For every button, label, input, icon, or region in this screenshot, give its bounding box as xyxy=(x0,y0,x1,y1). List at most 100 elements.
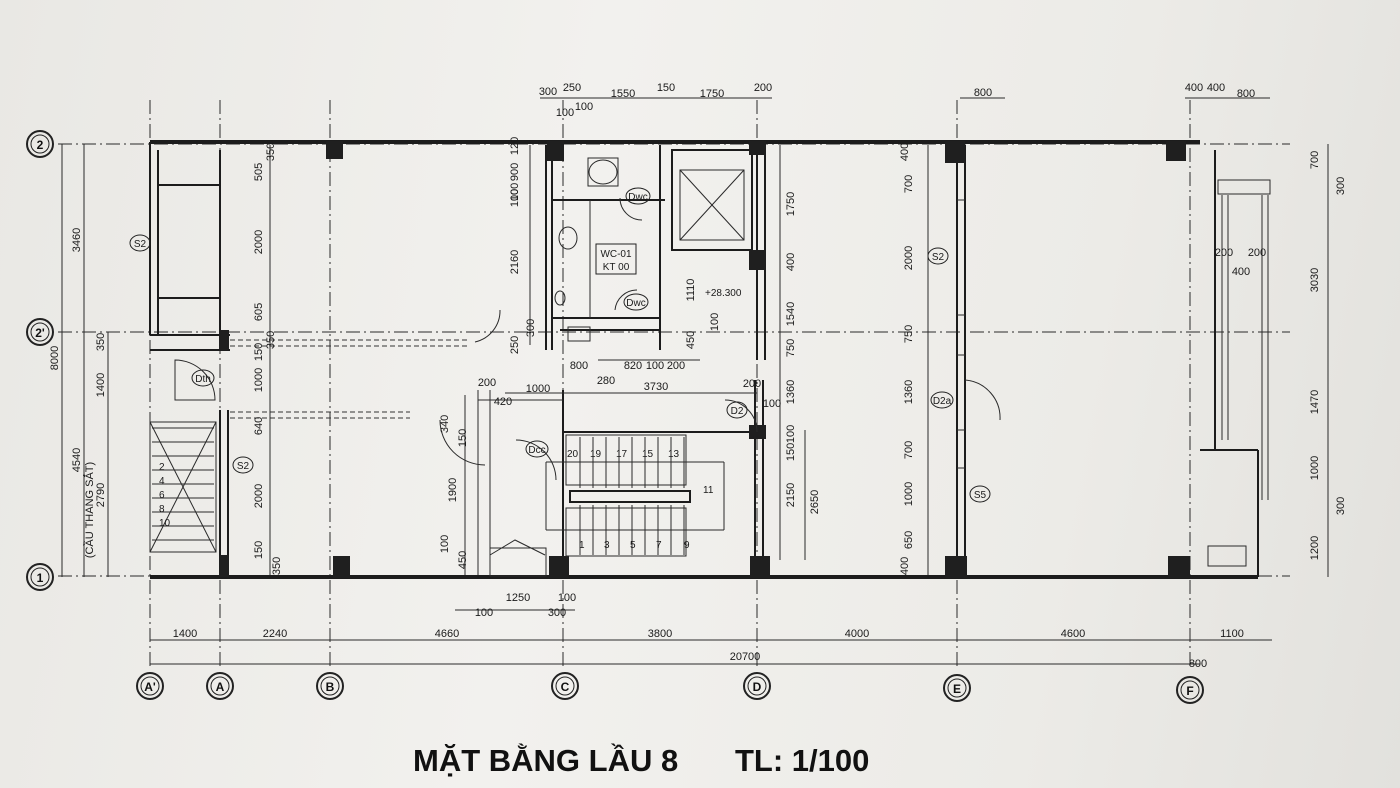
svg-text:1550: 1550 xyxy=(611,88,635,100)
total-width: 20700 xyxy=(730,651,761,663)
svg-text:100: 100 xyxy=(575,101,593,113)
bay-dimensions: 1400 2240 4660 3800 4000 4600 1100 20700… xyxy=(173,628,1244,670)
svg-text:1900: 1900 xyxy=(447,478,459,502)
svg-text:1000: 1000 xyxy=(1309,456,1321,480)
depth-upper: 3460 xyxy=(71,228,83,252)
svg-text:250: 250 xyxy=(563,82,581,94)
bay-dim: 4000 xyxy=(845,628,869,640)
svg-text:200: 200 xyxy=(1248,247,1266,259)
door-tag-s2-lower: S2 xyxy=(232,456,254,474)
svg-text:E: E xyxy=(953,682,961,696)
svg-text:1750: 1750 xyxy=(785,192,797,216)
top-core-dimensions: 300 250 100 100 1550 150 1750 200 800 40… xyxy=(539,82,1255,119)
main-stair xyxy=(545,434,725,557)
door-tag-s2-east: S2 xyxy=(927,247,949,265)
svg-text:2650: 2650 xyxy=(809,490,821,514)
wc-fixtures xyxy=(489,157,1247,577)
edge-right-dim: 800 xyxy=(1189,658,1207,670)
svg-text:100: 100 xyxy=(709,313,721,331)
grid-axes xyxy=(58,100,1290,668)
core-horizontal-dimensions: 800 280 820 100 200 3730 200 1000 420 20… xyxy=(478,360,781,410)
svg-text:17: 17 xyxy=(616,449,628,460)
wc-room-label: WC-01 KT 00 xyxy=(595,243,637,275)
level-mark: +28.300 xyxy=(705,288,742,299)
svg-text:400: 400 xyxy=(899,143,911,161)
svg-text:1000: 1000 xyxy=(903,482,915,506)
structural-columns xyxy=(219,141,1190,578)
bay-dim: 3800 xyxy=(648,628,672,640)
grid-bubble-e: E xyxy=(943,674,971,702)
svg-text:D2a: D2a xyxy=(933,396,952,407)
svg-text:7: 7 xyxy=(656,540,662,551)
svg-text:400: 400 xyxy=(785,253,797,271)
grid-bubble-a: A xyxy=(206,672,234,700)
svg-text:400: 400 xyxy=(1232,266,1250,278)
right-dimensions: 700 300 3030 1470 1000 300 1200 xyxy=(1309,151,1347,560)
svg-text:300: 300 xyxy=(525,319,537,337)
svg-text:100: 100 xyxy=(556,107,574,119)
svg-text:800: 800 xyxy=(570,360,588,372)
svg-text:20: 20 xyxy=(567,449,579,460)
svg-text:820: 820 xyxy=(624,360,642,372)
svg-text:750: 750 xyxy=(903,325,915,343)
svg-text:9: 9 xyxy=(684,540,690,551)
svg-text:WC-01: WC-01 xyxy=(600,249,632,260)
svg-text:100: 100 xyxy=(509,183,521,201)
svg-text:2000: 2000 xyxy=(253,230,265,254)
stair-numbers: 20 19 17 15 13 11 1 3 5 7 9 2 4 6 8 10 xyxy=(159,449,714,551)
svg-text:A: A xyxy=(216,680,225,694)
svg-text:300: 300 xyxy=(548,607,566,619)
door-tag-dcc: Dcc xyxy=(525,440,549,458)
svg-text:200: 200 xyxy=(743,378,761,390)
svg-text:420: 420 xyxy=(494,396,512,408)
svg-text:Dth: Dth xyxy=(195,374,211,385)
door-tag-d2: D2 xyxy=(726,401,748,419)
svg-text:150: 150 xyxy=(253,541,265,559)
svg-text:6: 6 xyxy=(159,490,165,501)
svg-text:Dcc: Dcc xyxy=(528,445,545,456)
svg-text:450: 450 xyxy=(685,331,697,349)
svg-text:Dwc: Dwc xyxy=(628,192,647,203)
svg-text:800: 800 xyxy=(1237,88,1255,100)
bay-dim: 4600 xyxy=(1061,628,1085,640)
stair-length: 2790 xyxy=(95,483,107,507)
svg-text:2000: 2000 xyxy=(903,246,915,270)
svg-text:2000: 2000 xyxy=(253,484,265,508)
svg-text:700: 700 xyxy=(1309,151,1321,169)
svg-text:640: 640 xyxy=(253,417,265,435)
grid-bubble-b: B xyxy=(316,672,344,700)
svg-text:750: 750 xyxy=(785,339,797,357)
grid-bubble-2-prime: 2' xyxy=(26,318,54,346)
dimension-lines xyxy=(61,97,1329,665)
bay-dim: 2240 xyxy=(263,628,287,640)
door-tag-s2-upper: S2 xyxy=(129,234,151,252)
svg-text:200: 200 xyxy=(667,360,685,372)
svg-text:4: 4 xyxy=(159,476,165,487)
stair-note: (CẦU THANG SẮT) xyxy=(83,462,96,558)
grid-bubble-c: C xyxy=(551,672,579,700)
svg-text:150: 150 xyxy=(785,443,797,461)
iron-stair xyxy=(149,421,217,553)
left-dimensions: 8000 3460 4540 (CẦU THANG SẮT) 2790 350 … xyxy=(49,228,107,558)
svg-text:150: 150 xyxy=(657,82,675,94)
svg-text:KT 00: KT 00 xyxy=(603,262,630,273)
svg-text:15: 15 xyxy=(642,449,654,460)
east-dimensions: 400 700 2000 750 1360 700 1000 650 400 xyxy=(899,143,915,575)
svg-text:10: 10 xyxy=(159,518,171,529)
interior-walls xyxy=(150,145,966,575)
svg-text:250: 250 xyxy=(509,336,521,354)
svg-text:2150: 2150 xyxy=(785,483,797,507)
svg-text:120: 120 xyxy=(509,137,521,155)
drawing-scale: TL: 1/100 xyxy=(735,743,869,778)
svg-text:D2: D2 xyxy=(731,406,744,417)
svg-text:100: 100 xyxy=(558,592,576,604)
svg-text:300: 300 xyxy=(539,86,557,98)
svg-text:280: 280 xyxy=(597,375,615,387)
grid-bubbles: 2 2' 1 A' A B C xyxy=(26,130,1204,704)
svg-text:S2: S2 xyxy=(134,239,147,250)
drawing-title: MẶT BẰNG LẦU 8 xyxy=(413,743,678,778)
svg-text:800: 800 xyxy=(974,87,992,99)
door-tag-dth: Dth xyxy=(191,369,215,387)
svg-text:100: 100 xyxy=(785,425,797,443)
